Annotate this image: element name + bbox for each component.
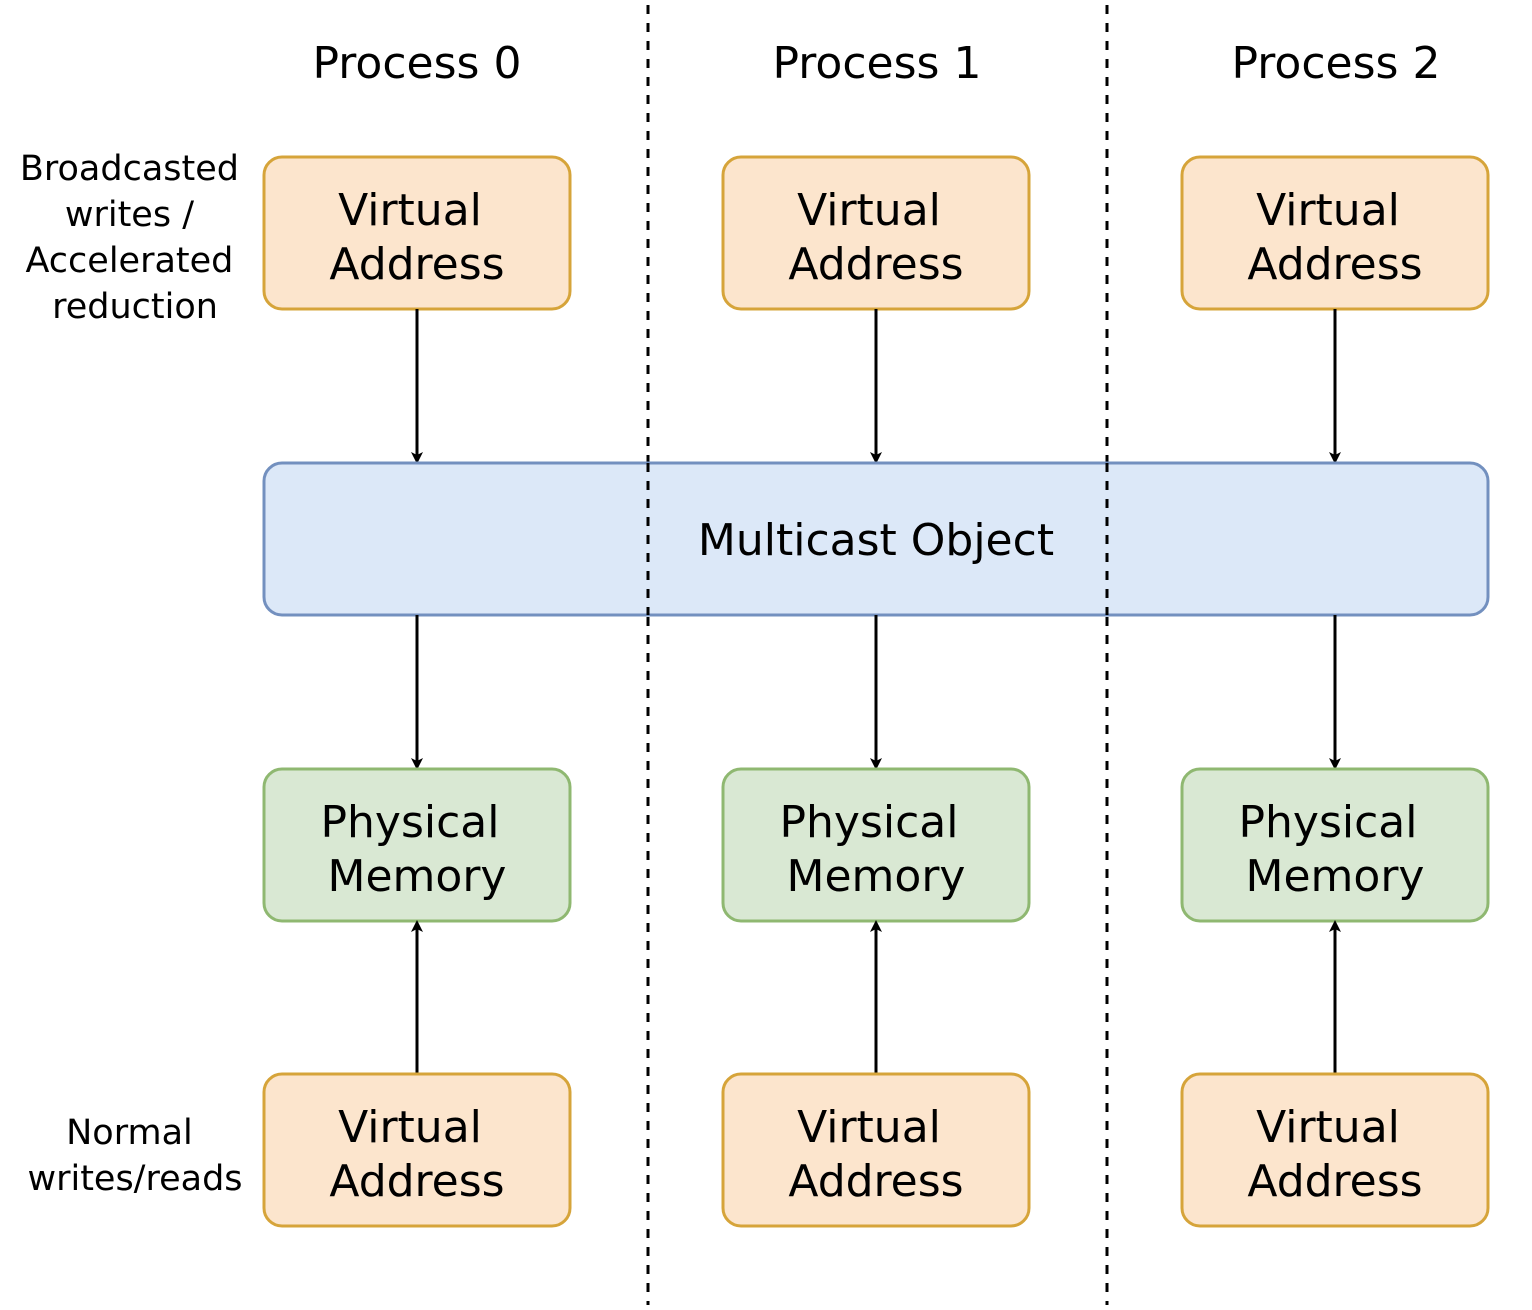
node-label: Physical Memory [780, 797, 973, 902]
process-1-header: Process 1 [773, 38, 982, 89]
broadcast-label: Broadcasted writes / Accelerated reducti… [20, 149, 250, 327]
node-label: Physical Memory [321, 797, 514, 902]
virtual-address-bottom-p0: Virtual Address [262, 1072, 572, 1228]
node-label: Physical Memory [1239, 797, 1432, 902]
physical-memory-p2: Physical Memory [1180, 767, 1490, 923]
process-0-header: Process 0 [313, 38, 522, 89]
node-label: Virtual Address [1247, 185, 1422, 290]
virtual-address-bottom-p1: Virtual Address [721, 1072, 1031, 1228]
multicast-object-label: Multicast Object [698, 515, 1054, 566]
virtual-address-top-p1: Virtual Address [721, 155, 1031, 311]
node-label: Virtual Address [329, 1102, 504, 1207]
virtual-address-bottom-p2: Virtual Address [1180, 1072, 1490, 1228]
physical-memory-p0: Physical Memory [262, 767, 572, 923]
virtual-address-top-p0: Virtual Address [262, 155, 572, 311]
physical-memory-p1: Physical Memory [721, 767, 1031, 923]
multicast-object: Multicast Object [262, 461, 1490, 617]
node-label: Virtual Address [1247, 1102, 1422, 1207]
normal-access-label: Normal writes/reads [27, 1113, 242, 1199]
node-label: Virtual Address [329, 185, 504, 290]
process-2-header: Process 2 [1232, 38, 1441, 89]
node-label: Virtual Address [788, 1102, 963, 1207]
virtual-address-top-p2: Virtual Address [1180, 155, 1490, 311]
node-label: Virtual Address [788, 185, 963, 290]
